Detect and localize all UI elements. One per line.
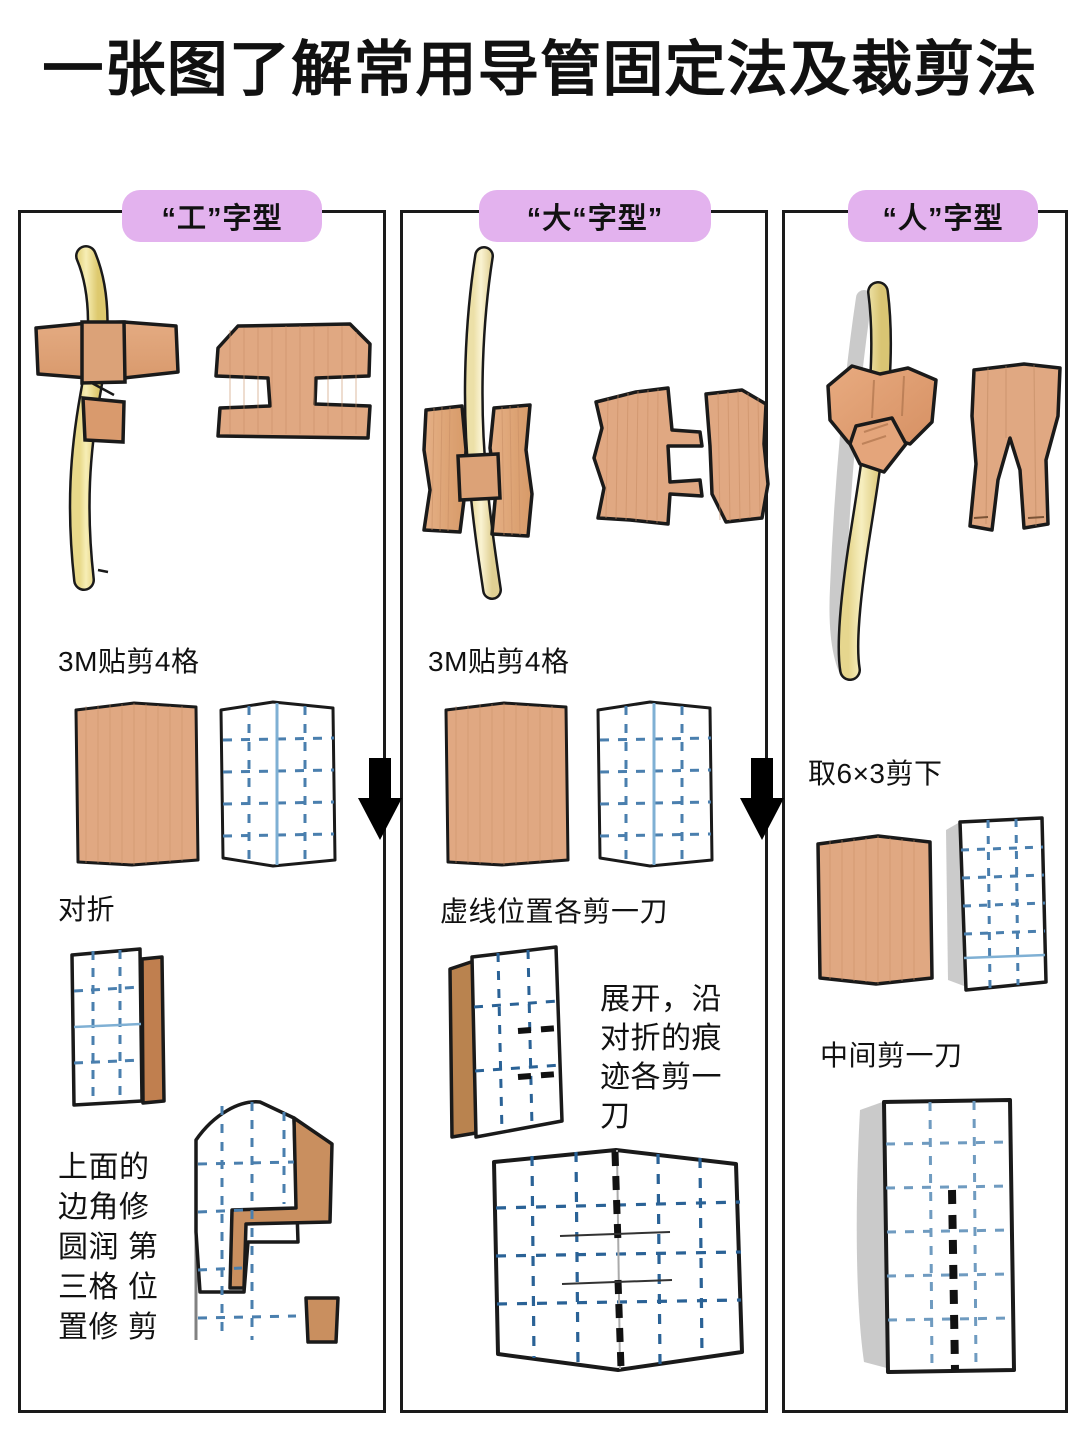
column-header-gong: “工”字型 [122,190,322,242]
col1-final-trimmed-illustration [186,1092,376,1344]
col3-grid-rect-illustration [944,814,1054,994]
col3-catheter-tube-illustration [812,258,962,681]
col2-grid-paper-illustration [592,698,717,868]
col2-folded-paper-cutmarks-illustration [428,945,608,1145]
page-title: 一张图了解常用导管固定法及裁剪法 [42,36,1038,103]
column-header-da: “大“字型” [479,190,711,242]
col3-ren-tape-cutout-illustration [962,360,1072,560]
col1-step2-label: 对折 [58,894,116,925]
col1-h-tape-cutout-illustration [210,320,380,450]
col2-step1-label: 3M贴剪4格 [428,646,570,677]
column-header-ren: “人”字型 [848,190,1038,242]
col2-da-tape-cutout-illustration [590,384,770,529]
col1-grid-paper-illustration [215,698,340,868]
col3-tape-rect-illustration [812,828,937,988]
col3-final-center-cut-illustration [850,1092,1050,1382]
flow-arrow-2 [740,758,784,840]
col2-catheter-tube-illustration [418,246,608,600]
col3-step1-label: 取6×3剪下 [808,758,943,789]
col1-step3-label: 上面的 边角修 圆润 第三格 位置修 剪 [58,1151,159,1344]
col2-tape-square-illustration [442,700,572,870]
col1-catheter-tube-illustration [28,245,208,600]
col1-tape-square-illustration [72,700,202,870]
flow-arrow-1 [358,758,402,840]
col2-step2-label: 虚线位置各剪一刀 [440,896,669,927]
col2-step3-label: 展开，沿 对折的痕 迹各剪一 刀 [600,983,722,1133]
col1-folded-paper-illustration [58,945,243,1115]
col3-step2-label: 中间剪一刀 [820,1040,963,1071]
col2-unfolded-grid-illustration [484,1140,754,1390]
col1-step1-label: 3M贴剪4格 [58,646,200,677]
